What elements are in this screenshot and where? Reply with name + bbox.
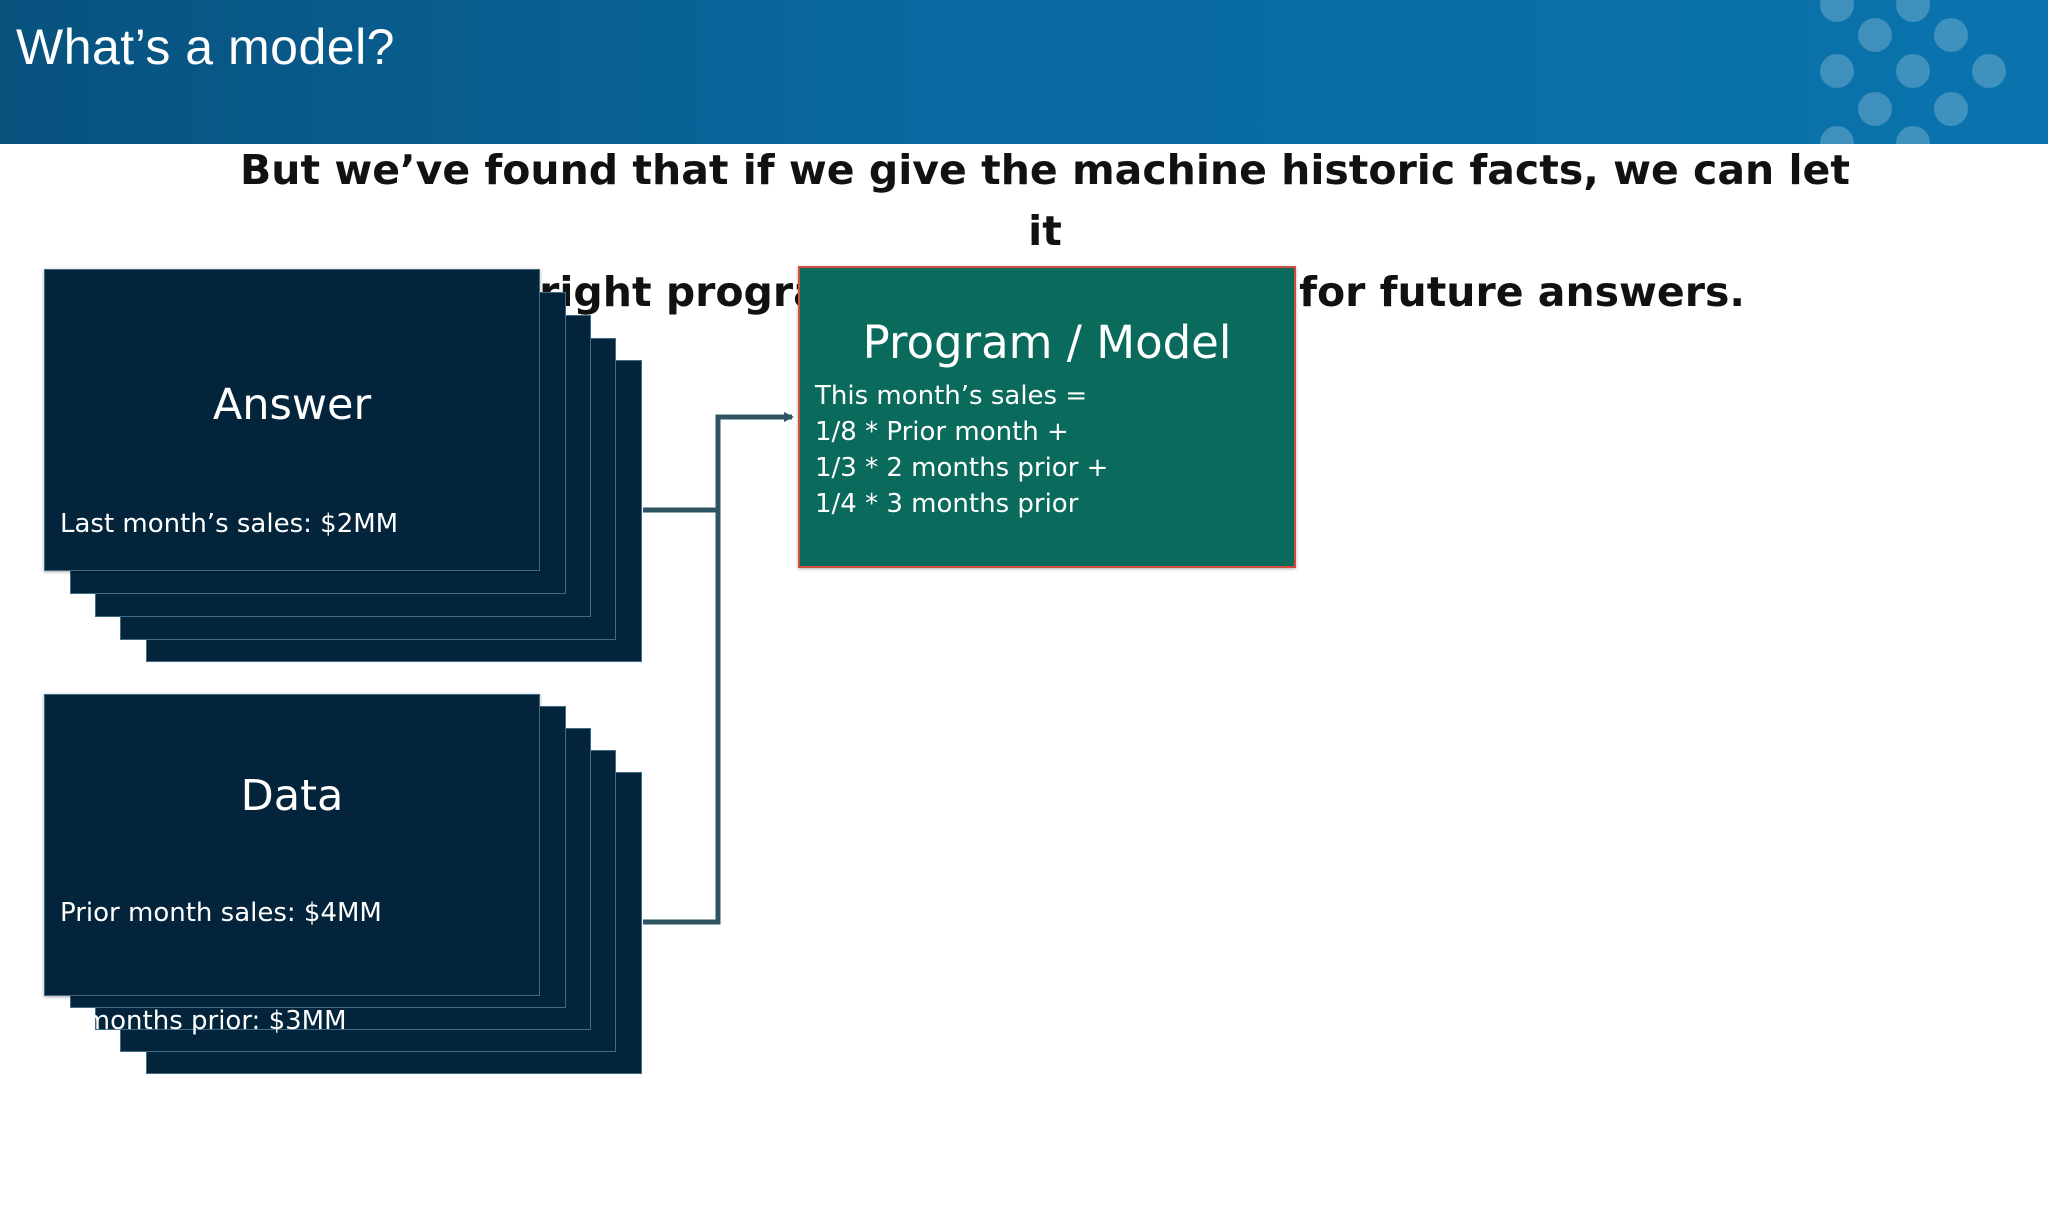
model-line-3: 1/3 * 2 months prior + <box>815 453 1109 483</box>
answer-line: Last month’s sales: $2MM <box>60 509 399 539</box>
program-model-box: Program / Model This month’s sales = 1/8… <box>798 266 1296 568</box>
data-card-title: Data <box>240 771 344 821</box>
data-line-1: Prior month sales: $4MM <box>60 898 382 928</box>
slide-title: What’s a model? <box>16 19 395 75</box>
answer-card: Answer Last month’s sales: $2MM <box>44 269 540 571</box>
model-line-4: 1/4 * 3 months prior <box>815 489 1079 519</box>
model-line-1: This month’s sales = <box>815 381 1088 411</box>
data-card-body: Prior month sales: $4MM 2 months prior: … <box>60 823 382 1219</box>
subtitle-line-1: But we’ve found that if we give the mach… <box>240 146 1850 255</box>
data-connector <box>643 417 721 925</box>
answer-card-body: Last month’s sales: $2MM <box>60 434 398 614</box>
data-line-2: 2 months prior: $3MM <box>60 1006 347 1036</box>
model-title: Program / Model <box>862 316 1232 369</box>
connector-lines <box>643 412 794 925</box>
decorative-dots-pattern <box>1788 0 2048 144</box>
answer-card-title: Answer <box>212 380 372 430</box>
data-card: Data Prior month sales: $4MM 2 months pr… <box>44 694 540 1144</box>
model-line-2: 1/8 * Prior month + <box>815 417 1069 447</box>
slide-header: What’s a model? <box>0 0 2048 144</box>
data-line-3: 3 months prior: $2MM <box>60 1114 347 1144</box>
